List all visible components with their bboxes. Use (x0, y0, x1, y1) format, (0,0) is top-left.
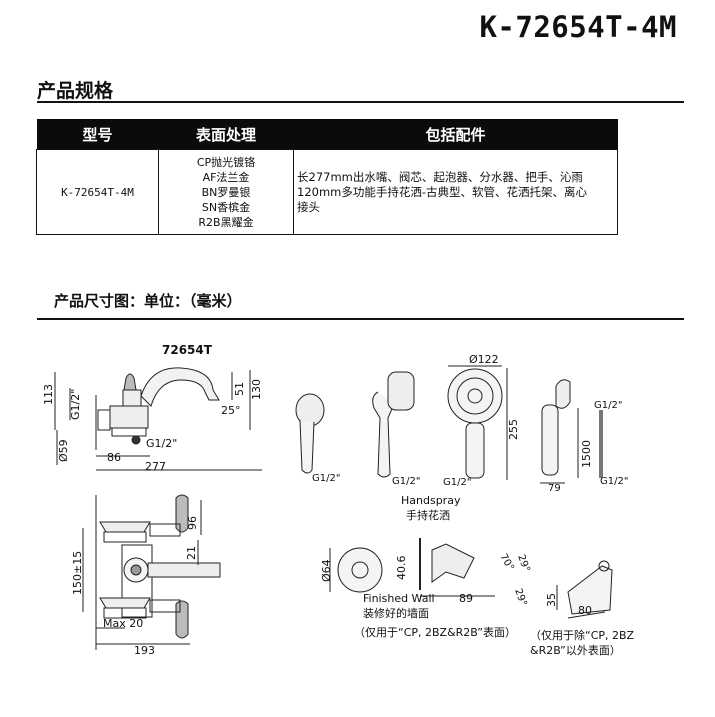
finish-item: CP抛光镀铬 (196, 155, 256, 169)
handspray-views: G1/2" G1/2" Ø122 255 G1/2" 79 G1/2" 1500… (295, 353, 628, 522)
finish-item: R2B黑耀金 (198, 215, 254, 229)
dim-35: 35 (545, 593, 558, 607)
dim-80: 80 (578, 604, 592, 617)
spec-table: 型号 表面处理 包括配件 K-72654T-4M CP抛光镀铬 AF法兰金 BN… (36, 119, 618, 235)
includes-line: 接头 (297, 199, 320, 214)
note-other-finishes-1: （仅用于除“CP, 2BZ (530, 628, 635, 642)
dim-64: Ø64 (320, 559, 333, 582)
dim-406: 40.6 (395, 556, 408, 581)
spec-table-header-row: 型号 表面处理 包括配件 (36, 119, 618, 150)
dim-g12-inlet: G1/2" (146, 437, 177, 450)
faucet-side-view: 72654T 113 G1/2" 51 130 25° Ø59 G1/2" 86… (42, 343, 263, 473)
dim-g12-hs2: G1/2" (392, 476, 420, 487)
dim-25-angle: 25° (221, 404, 241, 417)
cell-includes: 长277mm出水嘴、阀芯、起泡器、分水器、把手、沁雨 120mm多功能手持花洒-… (293, 149, 618, 235)
faucet-front-view: 150±15 96 21 Max 20 193 (71, 494, 221, 657)
dim-150: 150±15 (71, 551, 84, 595)
dim-79: 79 (548, 483, 561, 494)
includes-line: 长277mm出水嘴、阀芯、起泡器、分水器、把手、沁雨 (297, 169, 583, 184)
dim-96: 96 (186, 516, 199, 530)
dim-g12-hose-bottom: G1/2" (600, 476, 628, 487)
finish-item: SN香槟金 (201, 200, 251, 214)
dim-29-top: 29° (515, 553, 531, 573)
dimensions-section-title: 产品尺寸图：单位：（毫米） (54, 292, 242, 310)
dim-86: 86 (107, 451, 121, 464)
dim-255: 255 (507, 419, 520, 440)
handspray-label-en: Handspray (401, 494, 461, 507)
dim-1500: 1500 (580, 440, 593, 468)
dim-g12-hose-top: G1/2" (594, 400, 622, 411)
dim-29-bottom: 29° (512, 587, 528, 607)
dim-59: Ø59 (57, 439, 70, 462)
dim-max20: Max 20 (103, 617, 143, 630)
dim-g12-side: G1/2" (69, 389, 82, 420)
cell-model: K-72654T-4M (36, 149, 159, 235)
cell-finishes: CP抛光镀铬 AF法兰金 BN罗曼银 SN香槟金 R2B黑耀金 (158, 149, 294, 235)
header-finish: 表面处理 (158, 119, 294, 150)
header-includes: 包括配件 (293, 119, 618, 150)
dimension-drawing: 72654T 113 G1/2" 51 130 25° Ø59 G1/2" 86… (42, 343, 635, 657)
dim-130: 130 (250, 379, 263, 400)
dim-21: 21 (185, 546, 198, 560)
dim-70: 70° (497, 552, 515, 573)
finished-wall-cn: 装修好的墙面 (363, 606, 429, 620)
dim-89: 89 (459, 592, 473, 605)
dim-193: 193 (134, 644, 155, 657)
dim-122: Ø122 (469, 353, 499, 366)
spec-section-rule (37, 101, 684, 103)
dim-51: 51 (233, 382, 246, 396)
header-model: 型号 (36, 119, 159, 150)
spec-section-title: 产品规格 (37, 80, 114, 102)
note-cp-finishes: （仅用于“CP, 2BZ&R2B”表面） (354, 625, 516, 639)
includes-line: 120mm多功能手持花洒-古典型、软管、花洒托架、离心 (297, 184, 588, 199)
handspray-label-cn: 手持花洒 (406, 508, 450, 522)
dim-g12-hs3: G1/2" (443, 477, 471, 488)
table-row: K-72654T-4M CP抛光镀铬 AF法兰金 BN罗曼银 SN香槟金 R2B… (36, 149, 618, 235)
dim-277: 277 (145, 460, 166, 473)
finish-item: AF法兰金 (202, 170, 250, 184)
finish-item: BN罗曼银 (201, 185, 251, 199)
note-other-finishes-2: &R2B”以外表面） (530, 643, 621, 657)
connector-views: Ø64 40.6 89 29° 70° 29° Finished Wall 装修… (320, 538, 635, 657)
model-label: 72654T (162, 343, 213, 357)
finished-wall-en: Finished Wall (363, 592, 435, 605)
model-number-title: K-72654T-4M (479, 10, 677, 44)
dim-113: 113 (42, 384, 55, 405)
dimensions-section-rule (37, 318, 684, 320)
dim-g12-hs1: G1/2" (312, 473, 340, 484)
